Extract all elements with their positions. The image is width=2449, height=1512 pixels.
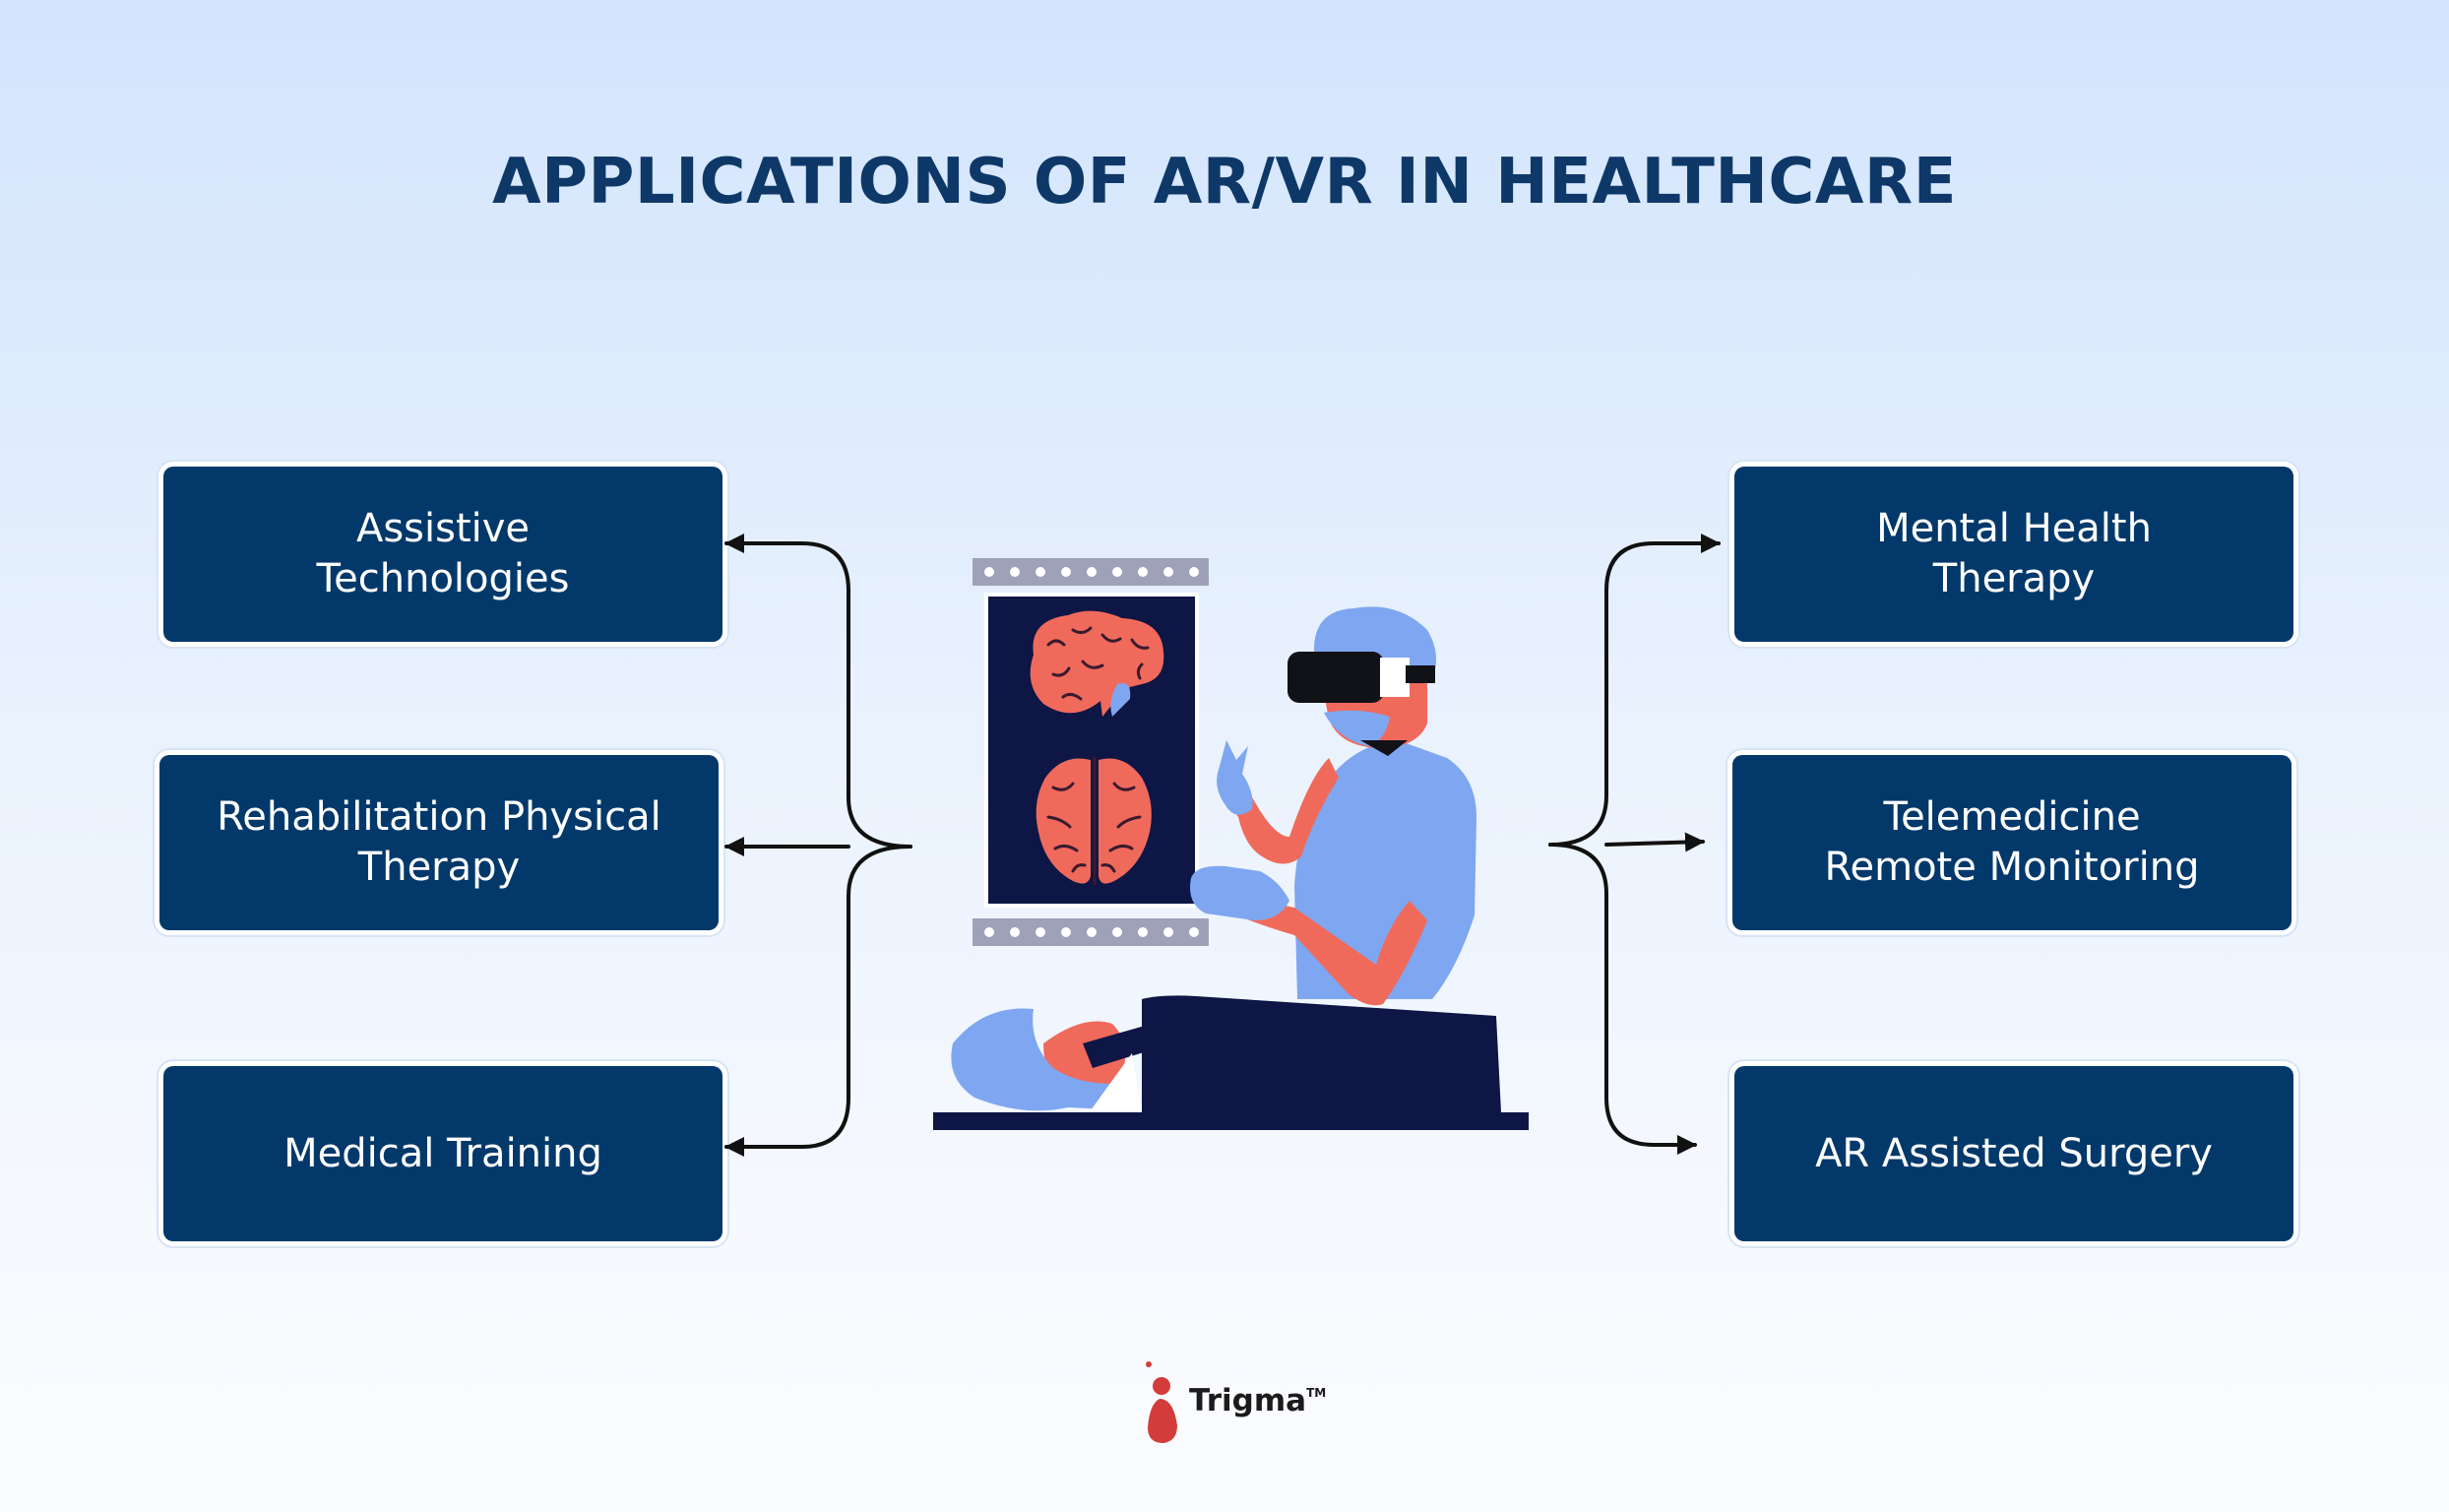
ar-assisted-surgery-box: AR Assisted Surgery [1734,1066,2293,1241]
assistive-technologies-box: Assistive Technologies [163,467,722,642]
patient-figure [933,995,1529,1130]
right-arrow-middle [1604,832,1705,852]
brand-name: Trigma [1189,1383,1307,1418]
doctor-figure [1190,606,1476,1006]
assistive-technologies-label: Assistive Technologies [316,506,570,601]
left-arrow-top [724,534,912,849]
film-strip-bottom [973,918,1209,946]
trigma-logo-icon [1146,1361,1177,1443]
rehabilitation-physical-therapy-box: Rehabilitation Physical Therapy [159,755,719,930]
ar-assisted-surgery-label: AR Assisted Surgery [1815,1130,2213,1176]
brand-logo: Trigma TM [1142,1356,1326,1445]
right-bracket-connector [1548,534,1721,1155]
medical-training-box: Medical Training [163,1066,722,1241]
medical-training-label: Medical Training [283,1130,602,1176]
mental-health-therapy-label: Mental Health Therapy [1876,506,2152,601]
right-arrow-bottom [1548,843,1697,1155]
brain-top-view [1036,756,1152,886]
rehabilitation-physical-therapy-label: Rehabilitation Physical Therapy [217,794,661,890]
vr-headset-icon [1287,652,1435,703]
brain-side-view [1030,610,1164,717]
telemedicine-remote-monitoring-box: Telemedicine Remote Monitoring [1732,755,2292,930]
film-strip-top [973,558,1209,586]
telemedicine-remote-monitoring-label: Telemedicine Remote Monitoring [1824,794,2200,890]
central-illustration [933,558,1529,1130]
brand-trademark: TM [1306,1386,1327,1400]
right-arrow-top [1548,534,1721,847]
mental-health-therapy-box: Mental Health Therapy [1734,467,2293,642]
left-arrow-middle [724,845,912,1157]
bed-frame [933,1112,1529,1130]
page-title: APPLICATIONS OF AR/VR IN HEALTHCARE [492,146,1957,219]
left-bracket-connector [724,534,912,1157]
